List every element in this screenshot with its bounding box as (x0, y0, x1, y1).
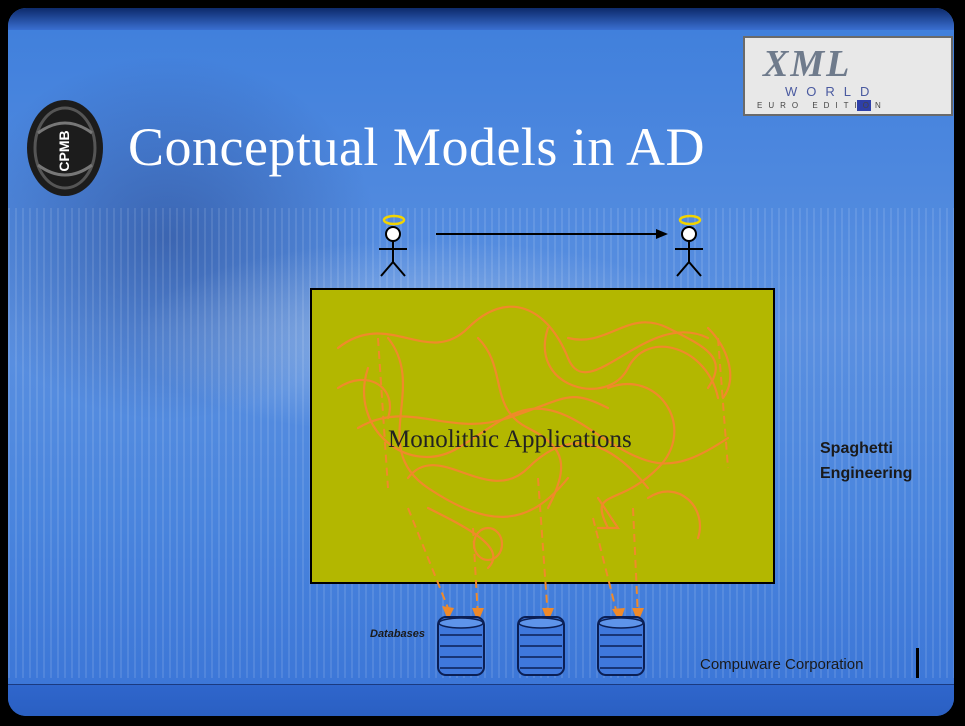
database-icon (437, 616, 485, 676)
xml-world-logo: XML WORLD EURO EDITION (743, 36, 953, 116)
actors-layer (379, 214, 703, 277)
database-icon (597, 616, 645, 676)
stick-figure-angel-icon (379, 214, 407, 277)
arrow-icon (436, 229, 668, 239)
xml-logo-line2: WORLD (785, 84, 879, 99)
spaghetti-scribbles (336, 305, 732, 622)
badge-text: CPMB (56, 130, 72, 171)
database-icon (517, 616, 565, 676)
bottom-band (8, 684, 954, 716)
corporation-divider (916, 648, 919, 678)
corporation-label: Compuware Corporation (700, 656, 864, 673)
spaghetti-engineering-label: Spaghetti Engineering (820, 440, 913, 482)
databases-group (437, 616, 645, 676)
stick-figure-angel-icon (675, 214, 703, 277)
top-band (8, 8, 954, 30)
monolithic-applications-label: Monolithic Applications (388, 426, 632, 453)
xml-logo-line1: XML (763, 43, 852, 85)
xml-logo-block (857, 100, 871, 111)
cpmb-badge-icon: CPMB (27, 100, 103, 196)
xml-logo-line3: EURO EDITION (757, 101, 887, 110)
slide: CPMB Conceptual Models in AD XML WORLD E… (8, 8, 954, 716)
databases-label: Databases (370, 628, 426, 640)
page-title: Conceptual Models in AD (128, 117, 705, 177)
